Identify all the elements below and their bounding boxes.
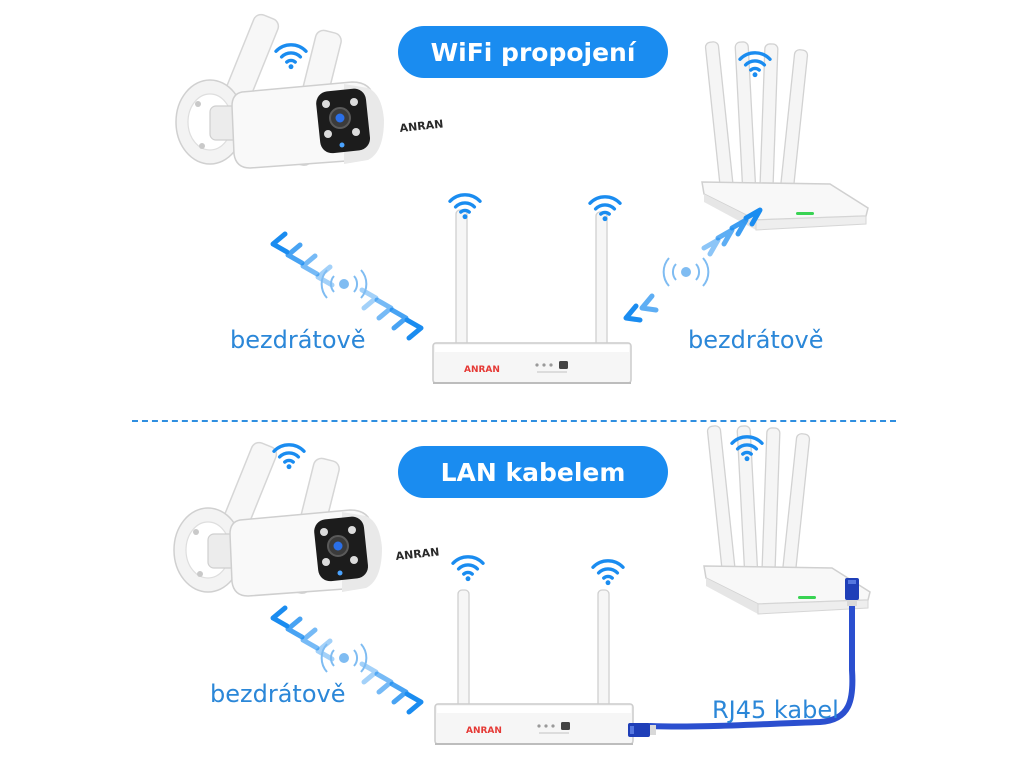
wifi-signal-icon xyxy=(274,43,308,70)
camera-brand-label: ANRAN xyxy=(395,545,440,563)
radio-wave-icon xyxy=(320,269,368,299)
wifi-router-link-label: bezdrátově xyxy=(688,326,824,354)
wifi-router xyxy=(701,40,869,231)
chevron-arrows-icon xyxy=(623,207,763,323)
wifi-nvr: ANRAN xyxy=(432,209,632,384)
wifi-signal-icon xyxy=(451,554,485,582)
lan-camera-link-label: bezdrátově xyxy=(210,680,346,708)
wifi-signal-icon xyxy=(272,443,306,470)
radio-wave-icon xyxy=(320,643,368,673)
wifi-camera: ANRAN xyxy=(175,11,444,170)
nvr-brand-label: ANRAN xyxy=(466,726,502,736)
rj45-cable-label: RJ45 kabel xyxy=(712,696,839,724)
wifi-camera-link-label: bezdrátově xyxy=(230,326,366,354)
wifi-signal-icon xyxy=(591,558,625,586)
section-divider xyxy=(132,420,896,422)
chevron-arrows-icon xyxy=(270,231,424,341)
wifi-section-title: WiFi propojení xyxy=(398,26,668,78)
camera-brand-label: ANRAN xyxy=(399,117,444,135)
nvr-brand-label: ANRAN xyxy=(464,365,500,375)
rj45-cable xyxy=(628,578,859,737)
radio-wave-icon xyxy=(662,257,710,287)
wifi-signal-icon xyxy=(588,194,622,222)
lan-camera: ANRAN xyxy=(173,439,440,597)
wifi-signal-icon xyxy=(448,192,482,220)
lan-nvr: ANRAN xyxy=(434,589,634,745)
lan-section-title: LAN kabelem xyxy=(398,446,668,498)
